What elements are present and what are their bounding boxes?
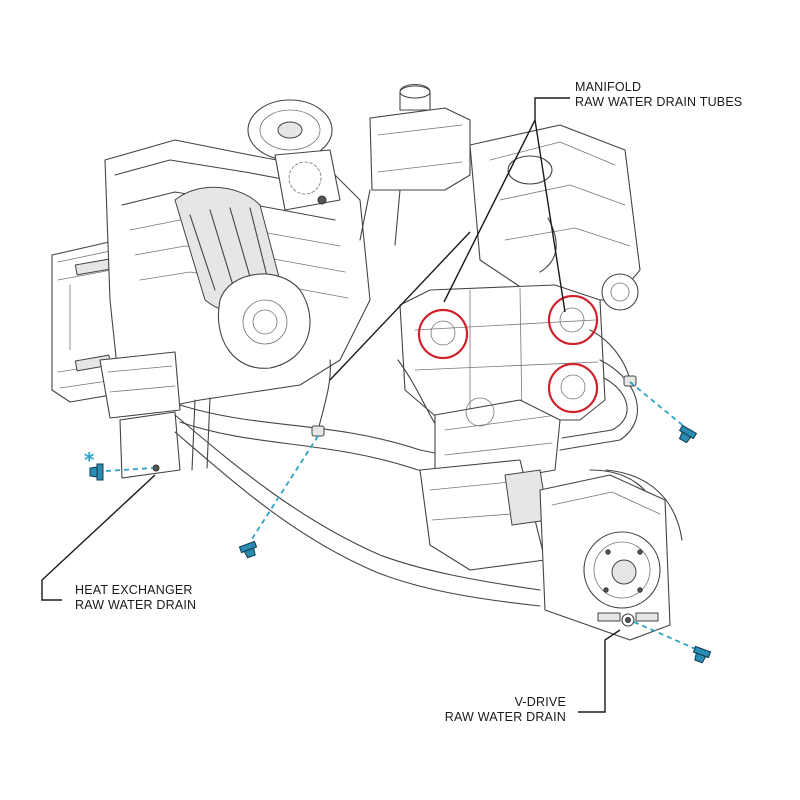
pump-assembly: [419, 397, 561, 571]
manifold-right-drain-path: [629, 381, 687, 429]
valve-cover-right: [469, 124, 641, 311]
drain-location-marker: [547, 294, 599, 346]
drain-location-marker: [547, 362, 599, 414]
drain-location-marker: [417, 308, 469, 360]
manifold-callout-line1: MANIFOLD: [575, 80, 642, 94]
manifold-callout-line2: RAW WATER DRAIN TUBES: [575, 95, 743, 109]
heat-exchanger-callout-line1: HEAT EXCHANGER: [75, 583, 193, 597]
manifold-callout: MANIFOLD RAW WATER DRAIN TUBES: [575, 80, 742, 110]
drain-plug-icon: [238, 540, 258, 559]
engine-block: [99, 139, 371, 419]
heat-exchanger-drain-path: [105, 467, 154, 472]
v-drive: [539, 474, 671, 641]
vdrive-callout: V-DRIVE RAW WATER DRAIN: [441, 695, 566, 725]
vdrive-leader-line: [578, 629, 621, 713]
asterisk-marker: *: [84, 448, 95, 472]
pulley-assembly: [247, 99, 341, 211]
exhaust-manifold: [399, 284, 606, 421]
vdrive-drain-path: [633, 621, 699, 651]
heat-exchanger-callout-line2: RAW WATER DRAIN: [75, 598, 197, 612]
drain-plug-icon: [678, 424, 698, 444]
manifold-leader-line-3: [534, 119, 566, 313]
coolant-reservoir: [359, 83, 471, 246]
manifold-left-drain-path: [249, 435, 319, 543]
vdrive-callout-line2: RAW WATER DRAIN: [444, 710, 566, 724]
vdrive-callout-line1: V-DRIVE: [514, 695, 566, 709]
manifold-leader-line: [443, 97, 570, 303]
drain-plug-icon: [89, 463, 104, 481]
manifold-leader-line-2: [329, 231, 471, 381]
heat-exchanger-callout: HEAT EXCHANGER RAW WATER DRAIN: [75, 583, 196, 613]
heat-exchanger-leader-line: [41, 474, 156, 601]
drain-plug-icon: [692, 645, 712, 664]
